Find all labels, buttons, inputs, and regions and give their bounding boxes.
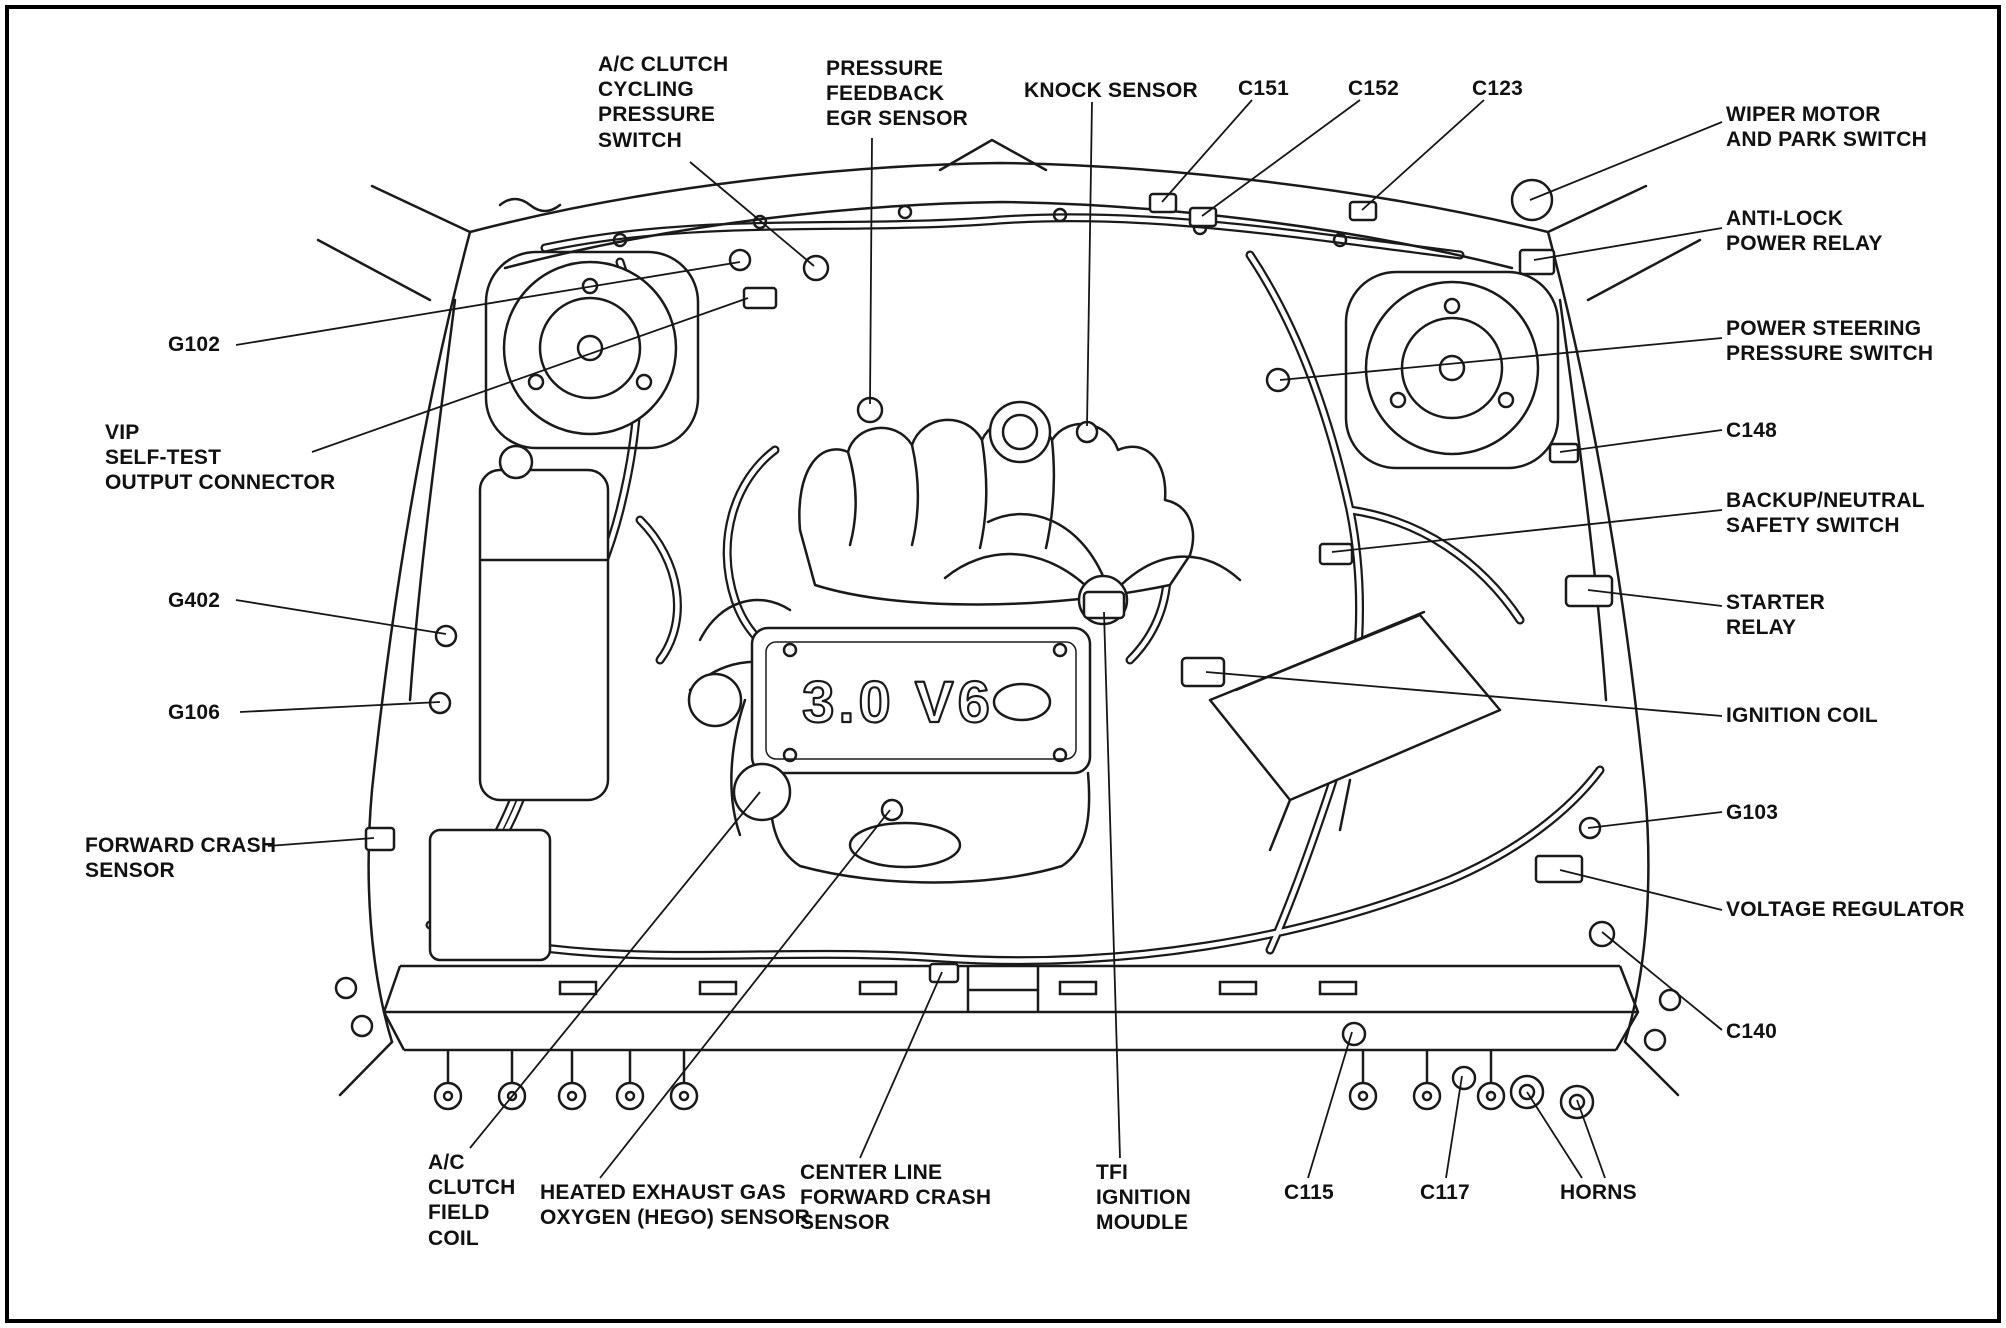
valve-cover: [750, 626, 1092, 775]
label-g402: G402: [168, 589, 221, 612]
label-g102: G102: [168, 333, 221, 356]
g402-ground-bolt: [434, 624, 458, 648]
c115-connector: [1341, 1021, 1367, 1047]
label-ps-switch: POWER STEERING PRESSURE SWITCH: [1726, 317, 1934, 366]
label-ac-cycling: A/C CLUTCH CYCLING PRESSURE SWITCH: [598, 53, 729, 152]
leader-lines: [235, 99, 1723, 1179]
strut-tower-left: [502, 260, 678, 436]
ignition-coil: [1180, 656, 1226, 688]
ac-compressor: [732, 762, 792, 822]
label-egr: PRESSURE FEEDBACK EGR SENSOR: [826, 57, 969, 131]
page-frame: [5, 5, 2001, 1323]
bottom-connectors: [334, 976, 1682, 1120]
throttle-inlet: [988, 400, 1052, 464]
reservoir: [428, 444, 610, 962]
c152-connector: [1188, 206, 1218, 228]
label-vip-self-test: VIP SELF-TEST OUTPUT CONNECTOR: [105, 421, 336, 495]
label-g103: G103: [1726, 801, 1779, 824]
label-c148: C148: [1726, 419, 1778, 442]
radiator-support: [382, 964, 1640, 1052]
c140-connector: [1588, 920, 1616, 948]
strut-tower-right: [1364, 280, 1540, 456]
label-voltage-regulator: VOLTAGE REGULATOR: [1726, 898, 1965, 921]
engine-assembly: 3.0 V6: [687, 400, 1502, 884]
label-c117: C117: [1420, 1181, 1470, 1204]
engine-emblem: [992, 682, 1052, 722]
label-forward-crash: FORWARD CRASH SENSOR: [85, 834, 277, 883]
label-g106: G106: [168, 701, 221, 724]
label-c140: C140: [1726, 1020, 1778, 1043]
label-ac-field-coil: A/C CLUTCH FIELD COIL: [428, 1151, 516, 1250]
label-wiper: WIPER MOTOR AND PARK SWITCH: [1726, 103, 1927, 152]
label-ignition-coil: IGNITION COIL: [1726, 704, 1878, 727]
antilock-relay: [1518, 248, 1556, 276]
label-c152: C152: [1348, 77, 1400, 100]
label-c123: C123: [1472, 77, 1524, 100]
label-c151: C151: [1238, 77, 1290, 100]
engine-displacement-text: 3.0 V6: [802, 670, 994, 735]
label-centerline-crash: CENTER LINE FORWARD CRASH SENSOR: [800, 1161, 992, 1235]
backup-switch: [1318, 542, 1354, 566]
voltage-regulator: [1534, 854, 1584, 884]
c151-connector: [1148, 192, 1178, 214]
centerline-crash-sensor: [928, 962, 960, 984]
c117-connector: [1451, 1065, 1477, 1091]
c148-connector: [1548, 442, 1580, 464]
label-horns: HORNS: [1560, 1181, 1637, 1204]
label-starter-relay: STARTER RELAY: [1726, 591, 1826, 640]
label-c115: C115: [1284, 1181, 1334, 1204]
g102-ground-bolt: [728, 248, 752, 272]
body-outline: [316, 138, 1702, 1097]
c123-connector: [1348, 200, 1378, 222]
vip-connector: [742, 286, 778, 310]
label-knock: KNOCK SENSOR: [1024, 79, 1198, 102]
label-antilock-relay: ANTI-LOCK POWER RELAY: [1726, 207, 1883, 256]
power-distribution-box: [1208, 613, 1502, 802]
label-tfi: TFI IGNITION MOUDLE: [1096, 1161, 1191, 1235]
label-hego: HEATED EXHAUST GAS OXYGEN (HEGO) SENSOR: [540, 1181, 811, 1230]
label-backup-switch: BACKUP/NEUTRAL SAFETY SWITCH: [1726, 489, 1925, 538]
